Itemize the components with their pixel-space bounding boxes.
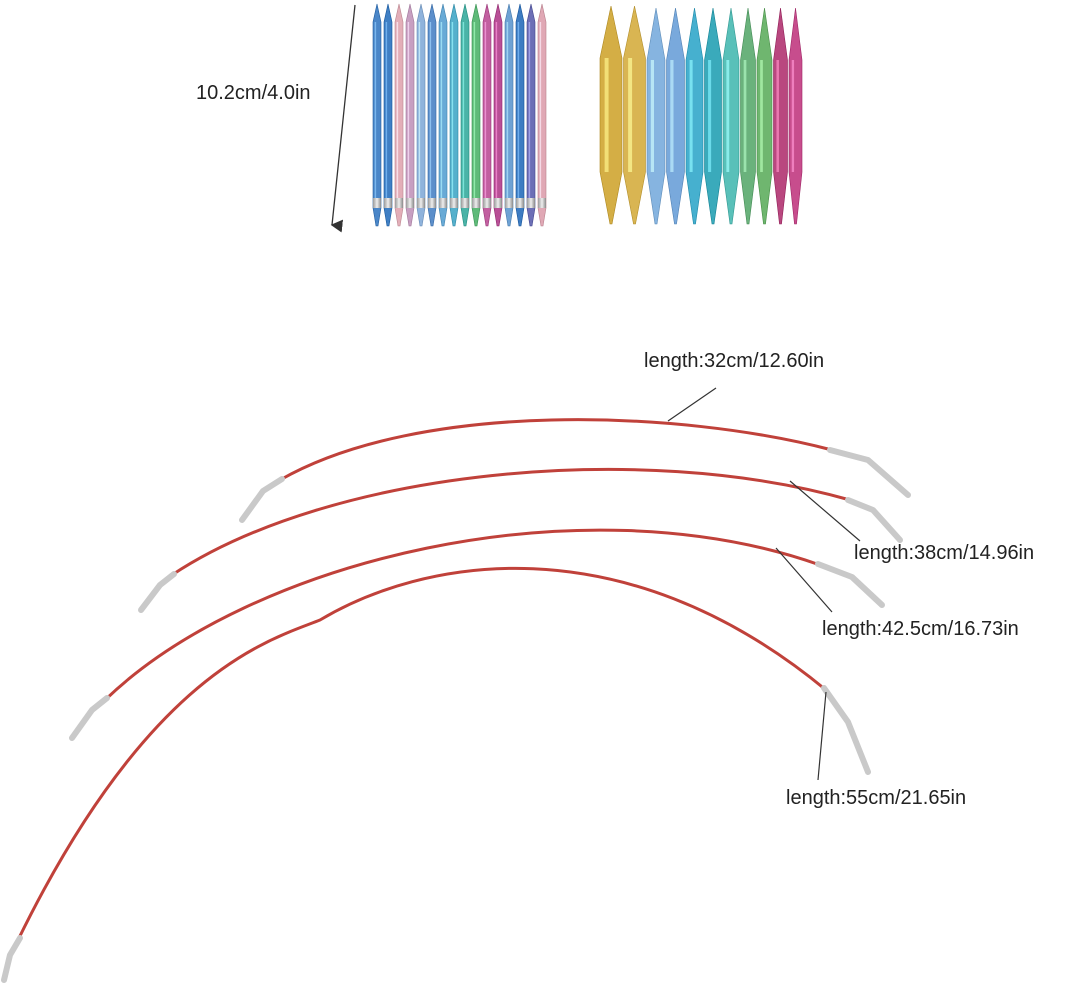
needle	[773, 7, 788, 225]
cable-connector-right	[845, 497, 903, 543]
leader-line-32cm	[667, 387, 717, 422]
cable-connector-right	[827, 447, 911, 498]
needle	[646, 7, 666, 225]
cable-length-label-32cm: length:32cm/12.60in	[644, 350, 825, 372]
needle	[666, 7, 685, 225]
needle-length-arrow	[330, 4, 356, 233]
thick-needle-set	[599, 5, 803, 225]
needle	[537, 3, 547, 227]
needle	[599, 5, 623, 225]
needle	[405, 3, 415, 227]
leader-line-55cm	[817, 691, 827, 781]
cable-42-5cm	[69, 528, 885, 741]
needle	[526, 3, 536, 227]
cable-length-label-55cm: length:55cm/21.65in	[786, 787, 967, 809]
needle	[756, 7, 773, 225]
needle	[394, 3, 404, 227]
leader-line-38cm	[789, 480, 861, 542]
needle	[515, 3, 525, 227]
needle	[788, 7, 803, 225]
needle	[482, 3, 492, 227]
cable-connector-left	[138, 571, 177, 613]
needle	[740, 7, 756, 225]
cable-wire	[16, 566, 828, 942]
cable-connector-left	[239, 476, 285, 523]
needle	[685, 7, 704, 225]
needle	[449, 3, 459, 227]
cable-connector-right	[815, 561, 885, 608]
cable-connector-right	[821, 685, 871, 775]
cable-length-label-42-5cm: length:42.5cm/16.73in	[822, 618, 1019, 640]
cable-32cm	[239, 418, 911, 523]
thin-needle-set	[372, 3, 547, 227]
cable-38cm	[138, 467, 903, 613]
needle	[372, 3, 382, 227]
cable-wire	[170, 467, 852, 577]
needle	[438, 3, 448, 227]
cable-connector-left	[1, 935, 23, 983]
cable-length-label-38cm: length:38cm/14.96in	[854, 542, 1035, 564]
leader-lines	[667, 387, 861, 781]
needle	[722, 7, 740, 225]
leader-line-42-5cm	[775, 547, 833, 613]
needle-length-label: 10.2cm/4.0in	[196, 82, 311, 104]
needle	[427, 3, 437, 227]
cable-wire	[103, 528, 822, 702]
cable-wire	[278, 418, 834, 482]
cable-55cm	[1, 566, 871, 983]
needle	[493, 3, 503, 227]
needle	[704, 7, 722, 225]
needle	[460, 3, 470, 227]
needle	[504, 3, 514, 227]
cable-set	[1, 418, 911, 983]
needle	[623, 5, 646, 225]
needle	[416, 3, 426, 227]
needle	[471, 3, 481, 227]
needle	[383, 3, 393, 227]
cable-connector-left	[69, 695, 110, 741]
